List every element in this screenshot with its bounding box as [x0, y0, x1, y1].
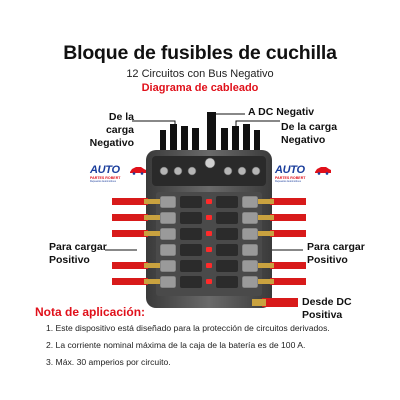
label-left-negative: De la carga Negativo [89, 111, 134, 149]
negative-screws [159, 157, 261, 176]
label-left-positive: Para cargar Positivo [49, 241, 107, 266]
note-item-1: 1. Este dispositivo está diseñado para l… [46, 323, 330, 333]
note-item-2: 2. La corriente nominal máxima de la caj… [46, 340, 306, 350]
fuse-rows [156, 192, 262, 296]
negative-bus [152, 156, 266, 186]
brand-badge-right: AUTO PARTES ROBERT Repuestos Automotrice… [275, 165, 333, 183]
diagram-heading: Diagrama de cableado [141, 82, 259, 94]
negative-wires [160, 112, 260, 164]
dc-positive-terminal [252, 299, 266, 306]
positive-wires-left [112, 198, 160, 285]
car-icon [130, 167, 146, 175]
positive-wires-right [258, 198, 306, 285]
notes-title: Nota de aplicación: [35, 305, 146, 319]
label-right-positive: Para cargar Positivo [307, 241, 365, 266]
car-icon [315, 167, 331, 175]
label-dc-negative: A DC Negativ [248, 106, 315, 118]
brand-badge-left: AUTO PARTES ROBERT Repuestos Automotrice… [90, 165, 148, 183]
note-item-3: 3. Máx. 30 amperios por circuito. [46, 357, 171, 367]
page-subtitle: 12 Circuitos con Bus Negativo [126, 68, 274, 80]
label-dc-positive: Desde DC Positiva [302, 296, 352, 321]
label-right-negative: De la carga Negativo [281, 121, 338, 146]
page-title: Bloque de fusibles de cuchilla [63, 42, 337, 64]
dc-positive-wire [262, 298, 298, 307]
